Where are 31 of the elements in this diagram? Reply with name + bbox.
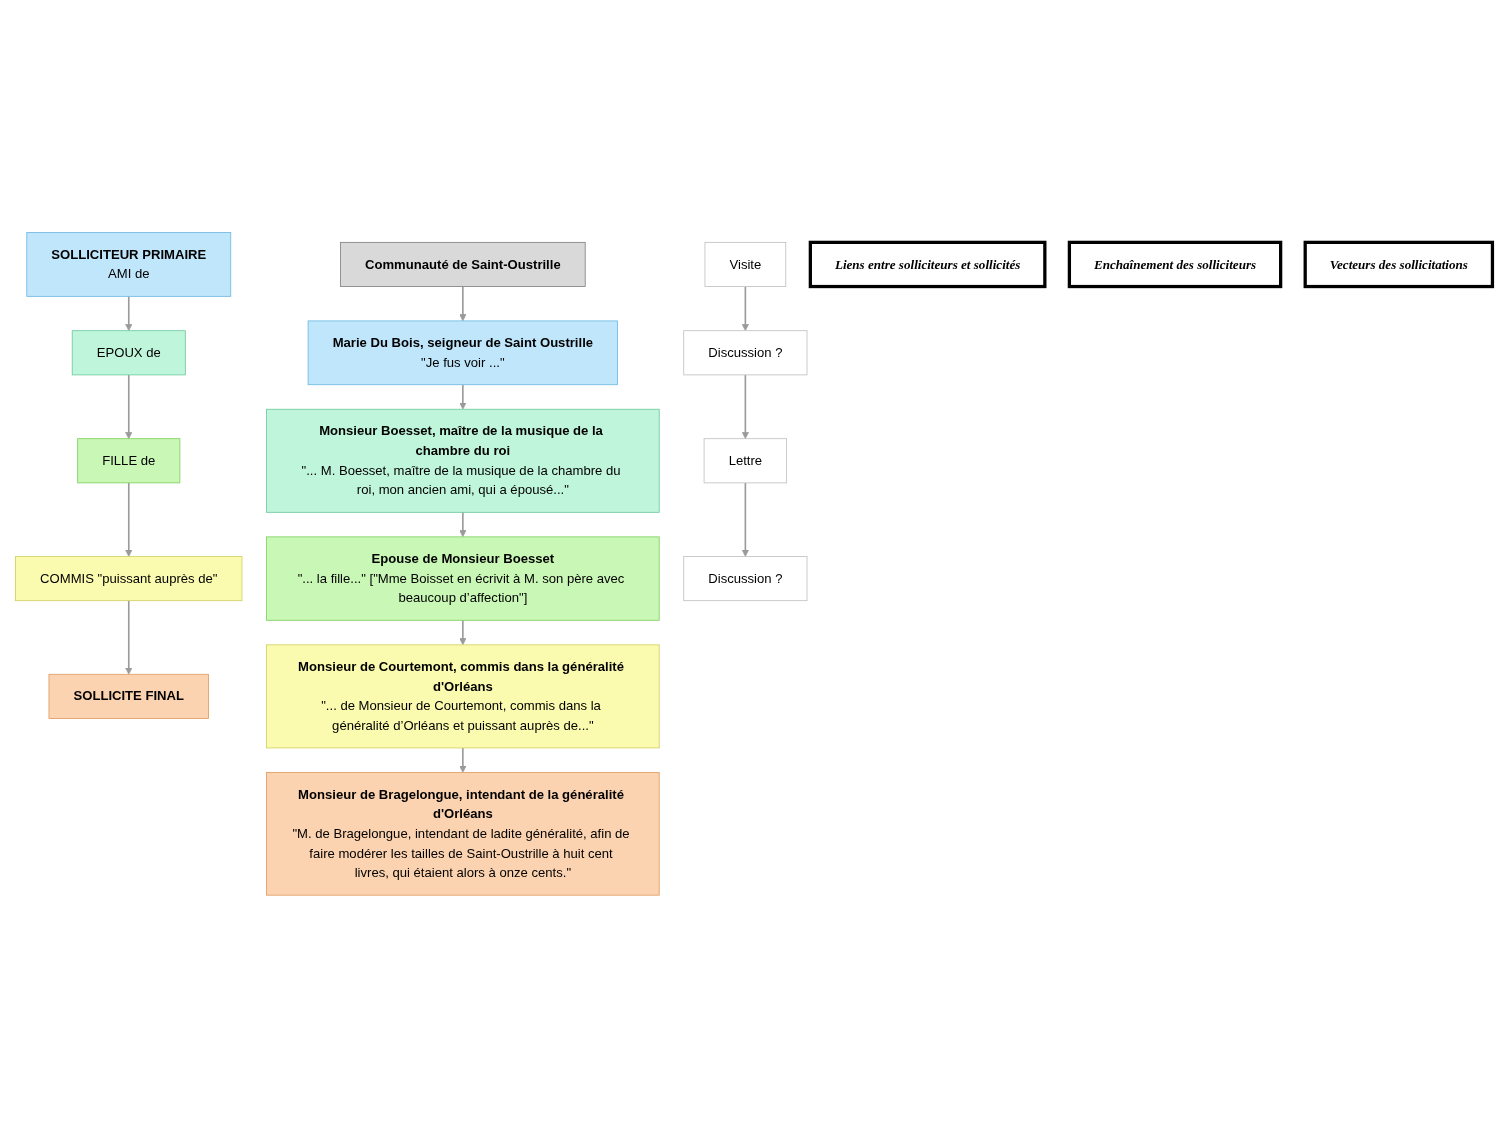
arrow [741, 285, 749, 331]
node-box [76, 437, 180, 483]
node-box [25, 231, 231, 297]
arrow [741, 481, 749, 557]
arrow [458, 746, 466, 773]
arrow [124, 599, 132, 675]
node-box [682, 329, 807, 375]
node-box [265, 408, 660, 513]
arrow [458, 511, 466, 537]
node-box [307, 320, 618, 385]
node-box [14, 555, 242, 601]
flowchart: Communauté de Saint-Oustrille SOLLICITEUR PRIMAIRE AMI de EPOUX de FILLE de COMMIS "puissant auprès de" SOLLICITE FINAL Marie Du Bois, seigneur de Saint Oustrille "Je fus voir ..." Monsieur Boesset, maître de la musique de la chambre du roi "... M. Boesset, maître de la musique de la chambre du roi, mon ancien ami, qui a épousé..." Epouse de Monsieur Boesset "... la fille..." ["Mme Boisset en écrivit à M. son père avec beaucoup d’affection"] Monsieur de Courtemont, commis dans la généralité d'Orléans "... de Monsieur de Courtemont, commis dans la généralité d’Orléans et puissant auprès de..." Monsieur de Bragelongue, intendant de la généralité d'Orléans "M. de Bragelongue, intendant de ladite généralité, afin de faire modérer les tailles de Saint-Oustrille à huit cent livres, qui étaient alors à onze cents." Visite Discussion ? Lettre Discussion ? Liens entre solliciteurs et sollicités Enchaînement des solliciteurs Vecteurs des sollicitations [8, 225, 1499, 902]
node-box [704, 241, 786, 287]
node-box [265, 771, 660, 896]
node-box [1067, 240, 1282, 288]
node-box [808, 240, 1046, 288]
node-box [703, 437, 787, 483]
arrow [741, 373, 749, 439]
node-box [265, 536, 660, 621]
node-box [1303, 240, 1494, 288]
node-box [71, 329, 186, 375]
arrow [124, 481, 132, 557]
node-box [48, 673, 209, 719]
arrow [124, 295, 132, 331]
arrow [124, 373, 132, 439]
node-box [682, 555, 807, 601]
arrow [458, 383, 466, 410]
node-box [265, 644, 660, 748]
arrow [458, 285, 466, 321]
node-box [339, 241, 586, 287]
arrow [458, 619, 466, 645]
